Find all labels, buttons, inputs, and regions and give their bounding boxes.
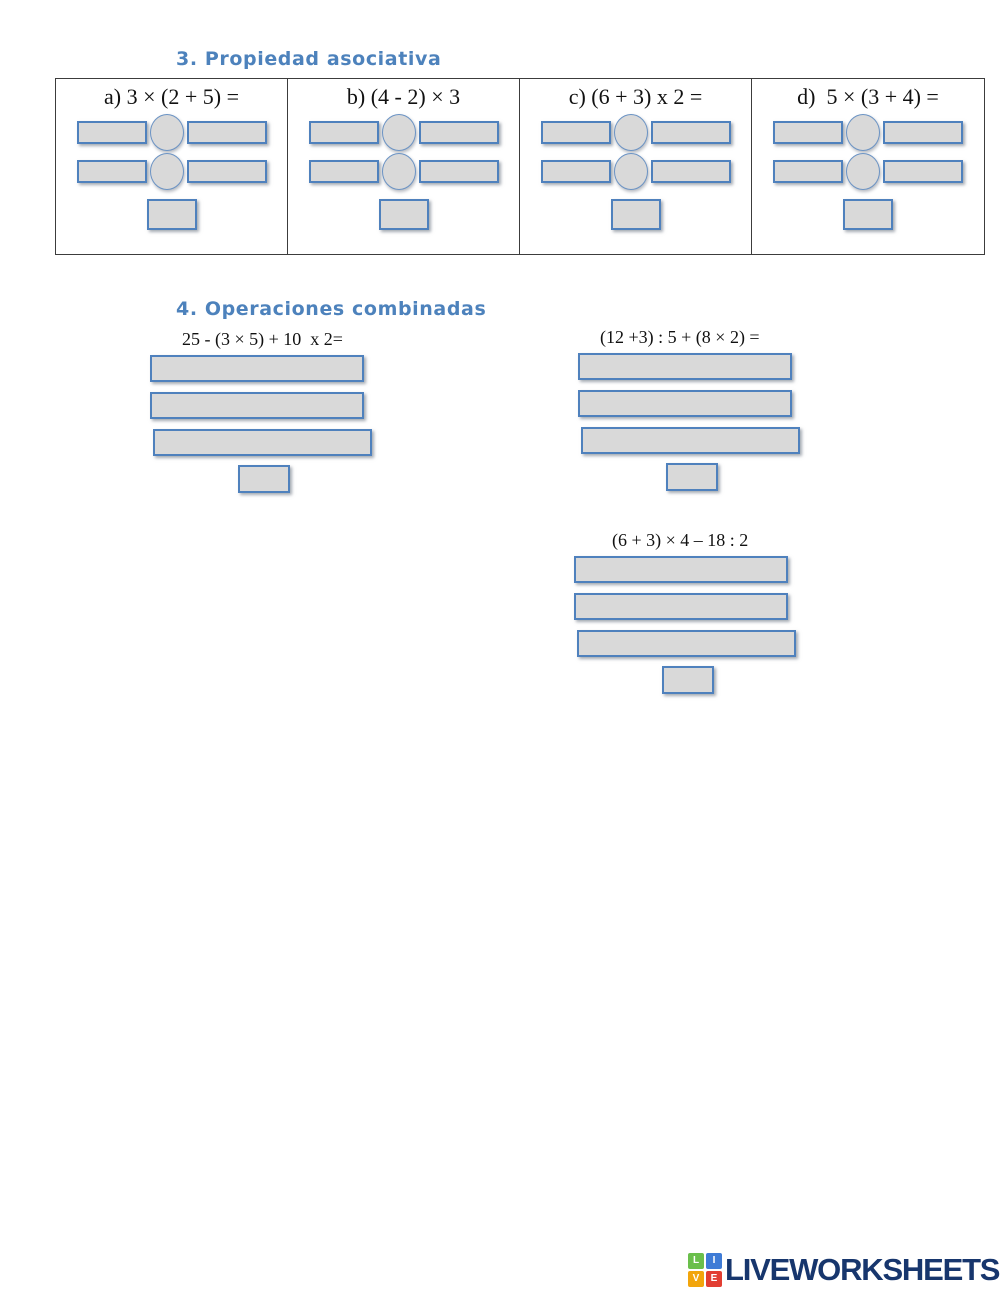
step-box[interactable] (150, 355, 364, 382)
section4-title: 4. Operaciones combinadas (176, 298, 487, 320)
problem-label-a: a) 3 × (2 + 5) = (104, 84, 239, 109)
step-box[interactable] (150, 392, 364, 419)
problem-label-c: c) (6 + 3) x 2 = (568, 84, 703, 109)
step-box[interactable] (578, 390, 792, 417)
operator-circle[interactable] (613, 114, 648, 151)
answer-box[interactable] (773, 160, 843, 183)
answer-row (288, 153, 519, 190)
answer-box[interactable] (650, 121, 731, 144)
result-box[interactable] (666, 463, 718, 491)
step-box[interactable] (574, 593, 788, 620)
answer-row (288, 114, 519, 151)
operator-circle[interactable] (149, 153, 184, 190)
logo-tile-e: E (706, 1271, 722, 1287)
answer-row (520, 114, 751, 151)
answer-box[interactable] (308, 121, 379, 144)
step-box[interactable] (574, 556, 788, 583)
result-box[interactable] (378, 199, 429, 230)
operator-circle[interactable] (613, 153, 648, 190)
combined-problem-2: (12 +3) : 5 + (8 × 2) = (578, 327, 800, 491)
answer-row (56, 114, 287, 151)
expression-3: (6 + 3) × 4 – 18 : 2 (612, 530, 749, 550)
associative-cell-b: b) (4 - 2) × 3 (288, 79, 520, 254)
associative-cell-c: c) (6 + 3) x 2 = (520, 79, 752, 254)
liveworksheets-icon: L I V E (688, 1253, 722, 1287)
answer-box[interactable] (76, 121, 147, 144)
problem-label-d: d) 5 × (3 + 4) = (797, 84, 939, 109)
combined-problem-1: 25 - (3 × 5) + 10 x 2= (150, 329, 372, 493)
result-box[interactable] (146, 199, 197, 230)
expression-2: (12 +3) : 5 + (8 × 2) = (600, 327, 760, 347)
answer-box[interactable] (540, 121, 611, 144)
answer-box[interactable] (883, 160, 963, 183)
combined-problem-3: (6 + 3) × 4 – 18 : 2 (574, 530, 796, 694)
answer-row (56, 153, 287, 190)
brand-text: LIVEWORKSHEETS (725, 1252, 1000, 1287)
logo-tile-l: L (688, 1253, 704, 1269)
answer-box[interactable] (418, 160, 499, 183)
step-box[interactable] (581, 427, 800, 454)
answer-row (752, 153, 984, 190)
answer-box[interactable] (76, 160, 147, 183)
answer-box[interactable] (186, 121, 267, 144)
answer-box[interactable] (186, 160, 267, 183)
problem-label-b: b) (4 - 2) × 3 (346, 84, 461, 109)
answer-row (520, 153, 751, 190)
answer-box[interactable] (773, 121, 843, 144)
answer-box[interactable] (418, 121, 499, 144)
answer-box[interactable] (308, 160, 379, 183)
operator-circle[interactable] (149, 114, 184, 151)
answer-box[interactable] (650, 160, 731, 183)
result-box[interactable] (610, 199, 661, 230)
step-box[interactable] (578, 353, 792, 380)
answer-box[interactable] (540, 160, 611, 183)
operator-circle[interactable] (846, 153, 880, 190)
result-box[interactable] (843, 199, 893, 230)
step-box[interactable] (153, 429, 372, 456)
result-box[interactable] (662, 666, 714, 694)
operator-circle[interactable] (846, 114, 880, 151)
associative-property-table: a) 3 × (2 + 5) = b) (4 - 2) × 3 (55, 78, 985, 255)
step-box[interactable] (577, 630, 796, 657)
expression-1: 25 - (3 × 5) + 10 x 2= (182, 329, 343, 349)
operator-circle[interactable] (381, 153, 416, 190)
liveworksheets-logo: L I V E LIVEWORKSHEETS (688, 1252, 1000, 1288)
section3-title: 3. Propiedad asociativa (176, 48, 442, 70)
result-box[interactable] (238, 465, 290, 493)
associative-cell-a: a) 3 × (2 + 5) = (56, 79, 288, 254)
operator-circle[interactable] (381, 114, 416, 151)
answer-row (752, 114, 984, 151)
logo-tile-v: V (688, 1271, 704, 1287)
answer-box[interactable] (883, 121, 963, 144)
logo-tile-i: I (706, 1253, 722, 1269)
associative-cell-d: d) 5 × (3 + 4) = (752, 79, 984, 254)
